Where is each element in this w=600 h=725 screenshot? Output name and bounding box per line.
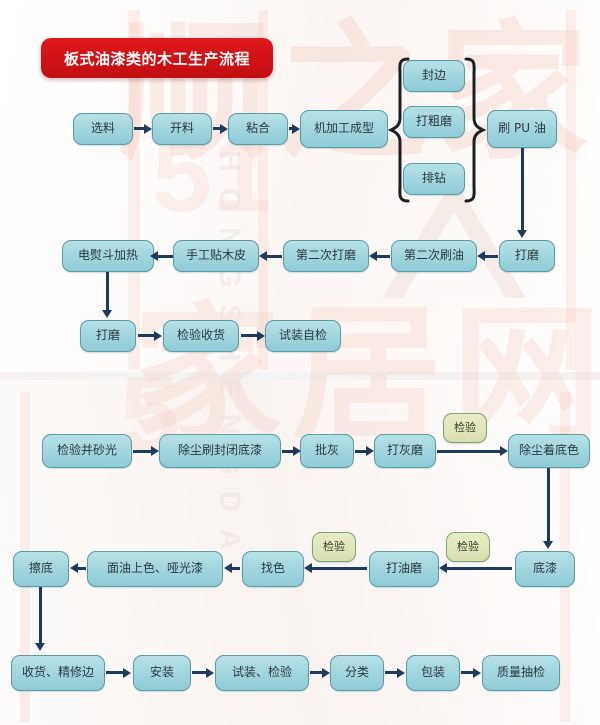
arrowhead-left-icon [439, 563, 447, 573]
node-kailiao[interactable]: 开料 [152, 113, 212, 145]
arrowhead-right-icon [397, 668, 405, 678]
node-dayoumo[interactable]: 打油磨 [369, 551, 439, 587]
arrow-anzhuang-to-shizhuangjianyan [192, 671, 207, 674]
section-divider [0, 372, 600, 380]
node-zhiliang-choujian[interactable]: 质量抽检 [482, 655, 560, 691]
watermark-triangle [382, 178, 526, 298]
arrow-tiemupi-to-dianyundou [155, 255, 173, 258]
arrow-fengbidiqi-to-pihui [282, 450, 294, 453]
node-dianyundou-jiare[interactable]: 电熨斗加热 [62, 240, 154, 272]
arrow-damo-to-dierci-shuayou [482, 255, 498, 258]
arrow-shouhuo-to-anzhuang [106, 671, 124, 674]
arrow-cadi-to-shouhuo-jingxiubian [39, 587, 42, 645]
node-jianyan-check-2[interactable]: 检验 [446, 532, 490, 562]
arrowhead-right-icon [500, 446, 508, 456]
arrow-shaguang-to-fengbidiqi [133, 450, 152, 453]
arrowhead-right-icon [293, 446, 301, 456]
arrowhead-right-icon [322, 668, 330, 678]
arrowhead-left-icon [304, 563, 312, 573]
node-shouhuo-jingxiubian[interactable]: 收货、精修边 [11, 655, 105, 691]
node-zhanhe[interactable]: 粘合 [228, 113, 288, 145]
node-shizhuang-zijian[interactable]: 试装自检 [265, 320, 341, 352]
arrow-kailiao-to-zhanhe [213, 127, 221, 130]
arrow-dierci-damo-to-tiemupi [264, 255, 282, 258]
node-shua-pu-you[interactable]: 刷 PU 油 [487, 110, 557, 148]
arrow-baozhuang-to-zhiliangchoujian [461, 671, 474, 674]
node-chuchen-zhuo-dise[interactable]: 除尘着底色 [508, 434, 590, 468]
node-dierci-shuayou[interactable]: 第二次刷油 [391, 240, 477, 272]
node-jianyan-check-1[interactable]: 检验 [443, 413, 487, 443]
arrowhead-right-icon [154, 331, 162, 341]
node-diqi[interactable]: 底漆 [515, 551, 575, 587]
node-jianyan-check-3[interactable]: 检验 [312, 532, 356, 562]
arrowhead-right-icon [473, 668, 481, 678]
node-zhaose[interactable]: 找色 [242, 551, 304, 587]
arrowhead-down-icon [517, 230, 527, 238]
arrowhead-left-icon [259, 251, 267, 261]
arrowhead-right-icon [220, 124, 228, 134]
node-mianyou-shangse-yaguangqi[interactable]: 面油上色、哑光漆 [87, 551, 223, 587]
node-damo-1[interactable]: 打磨 [499, 240, 555, 272]
node-baozhuang[interactable]: 包装 [406, 655, 460, 691]
node-chuchen-shua-fengbi-diqi[interactable]: 除尘刷封闭底漆 [159, 434, 281, 468]
brace-right-icon [464, 56, 486, 204]
node-dahuimo[interactable]: 打灰磨 [374, 434, 436, 468]
arrowhead-right-icon [366, 446, 374, 456]
arrow-dianyundou-to-damo [106, 272, 109, 312]
arrowhead-right-icon [144, 124, 152, 134]
node-shizhuang-jianyan[interactable]: 试装、检验 [215, 655, 309, 691]
arrow-pihui-to-dahuimo [355, 450, 367, 453]
arrowhead-down-icon [543, 541, 553, 549]
node-anzhuang[interactable]: 安装 [133, 655, 191, 691]
watermark-vertical-text: HONGSHENGDA [213, 150, 246, 567]
arrow-damo-to-jianyanshouhuo [138, 334, 155, 337]
node-jijiagongchengxing[interactable]: 机加工成型 [300, 110, 388, 148]
node-dacumo[interactable]: 打粗磨 [403, 106, 465, 138]
arrow-jianyanshouhuo-to-shizhuangzijian [241, 334, 258, 337]
arrowhead-left-icon [70, 563, 78, 573]
watermark-bar [566, 10, 576, 370]
arrowhead-right-icon [123, 668, 131, 678]
arrowhead-right-icon [151, 446, 159, 456]
arrow-dierci-shuayou-to-dierci-damo [374, 255, 390, 258]
arrow-dahuimo-to-chuchenzhuodise [437, 450, 501, 453]
arrow-diqi-to-dayoumo [444, 567, 512, 570]
arrowhead-left-icon [150, 251, 158, 261]
node-cadi[interactable]: 擦底 [13, 551, 69, 587]
node-fenlei[interactable]: 分类 [330, 655, 384, 691]
arrowhead-left-icon [224, 563, 232, 573]
node-xuanliao[interactable]: 选料 [73, 113, 133, 145]
node-damo-2[interactable]: 打磨 [80, 320, 136, 352]
node-pihui[interactable]: 批灰 [300, 434, 354, 468]
node-dierci-damo[interactable]: 第二次打磨 [283, 240, 369, 272]
arrowhead-right-icon [206, 668, 214, 678]
arrowhead-down-icon [35, 643, 45, 651]
arrowhead-down-icon [102, 310, 112, 318]
page-title: 板式油漆类的木工生产流程 [63, 49, 250, 68]
node-jianyan-bing-shaguang[interactable]: 检验并砂光 [42, 434, 132, 468]
arrow-shizhuangjianyan-to-fenlei [310, 671, 323, 674]
arrow-fenlei-to-baozhuang [385, 671, 398, 674]
arrow-mianyoushangse-to-cadi [75, 567, 86, 570]
arrow-xuanliao-to-kailiao [134, 127, 145, 130]
arrowhead-left-icon [369, 251, 377, 261]
arrowhead-right-icon [257, 331, 265, 341]
node-paizuan[interactable]: 排钻 [403, 163, 465, 195]
node-shougong-tiemupi[interactable]: 手工贴木皮 [173, 240, 259, 272]
arrow-zhanhe-to-jijiagong [289, 127, 293, 130]
arrow-chuchenzhuodise-to-diqi [547, 468, 550, 544]
node-fengbian[interactable]: 封边 [403, 60, 465, 92]
arrowhead-left-icon [477, 251, 485, 261]
title-banner: 板式油漆类的木工生产流程 [41, 38, 273, 78]
arrowhead-right-icon [292, 124, 300, 134]
arrow-dayoumo-to-zhaose [309, 567, 367, 570]
arrow-zhaose-to-mianyoushangse [229, 567, 240, 570]
arrow-shuapuyou-to-damo [521, 148, 524, 233]
node-jianyan-shouhuo[interactable]: 检验收货 [163, 320, 239, 352]
